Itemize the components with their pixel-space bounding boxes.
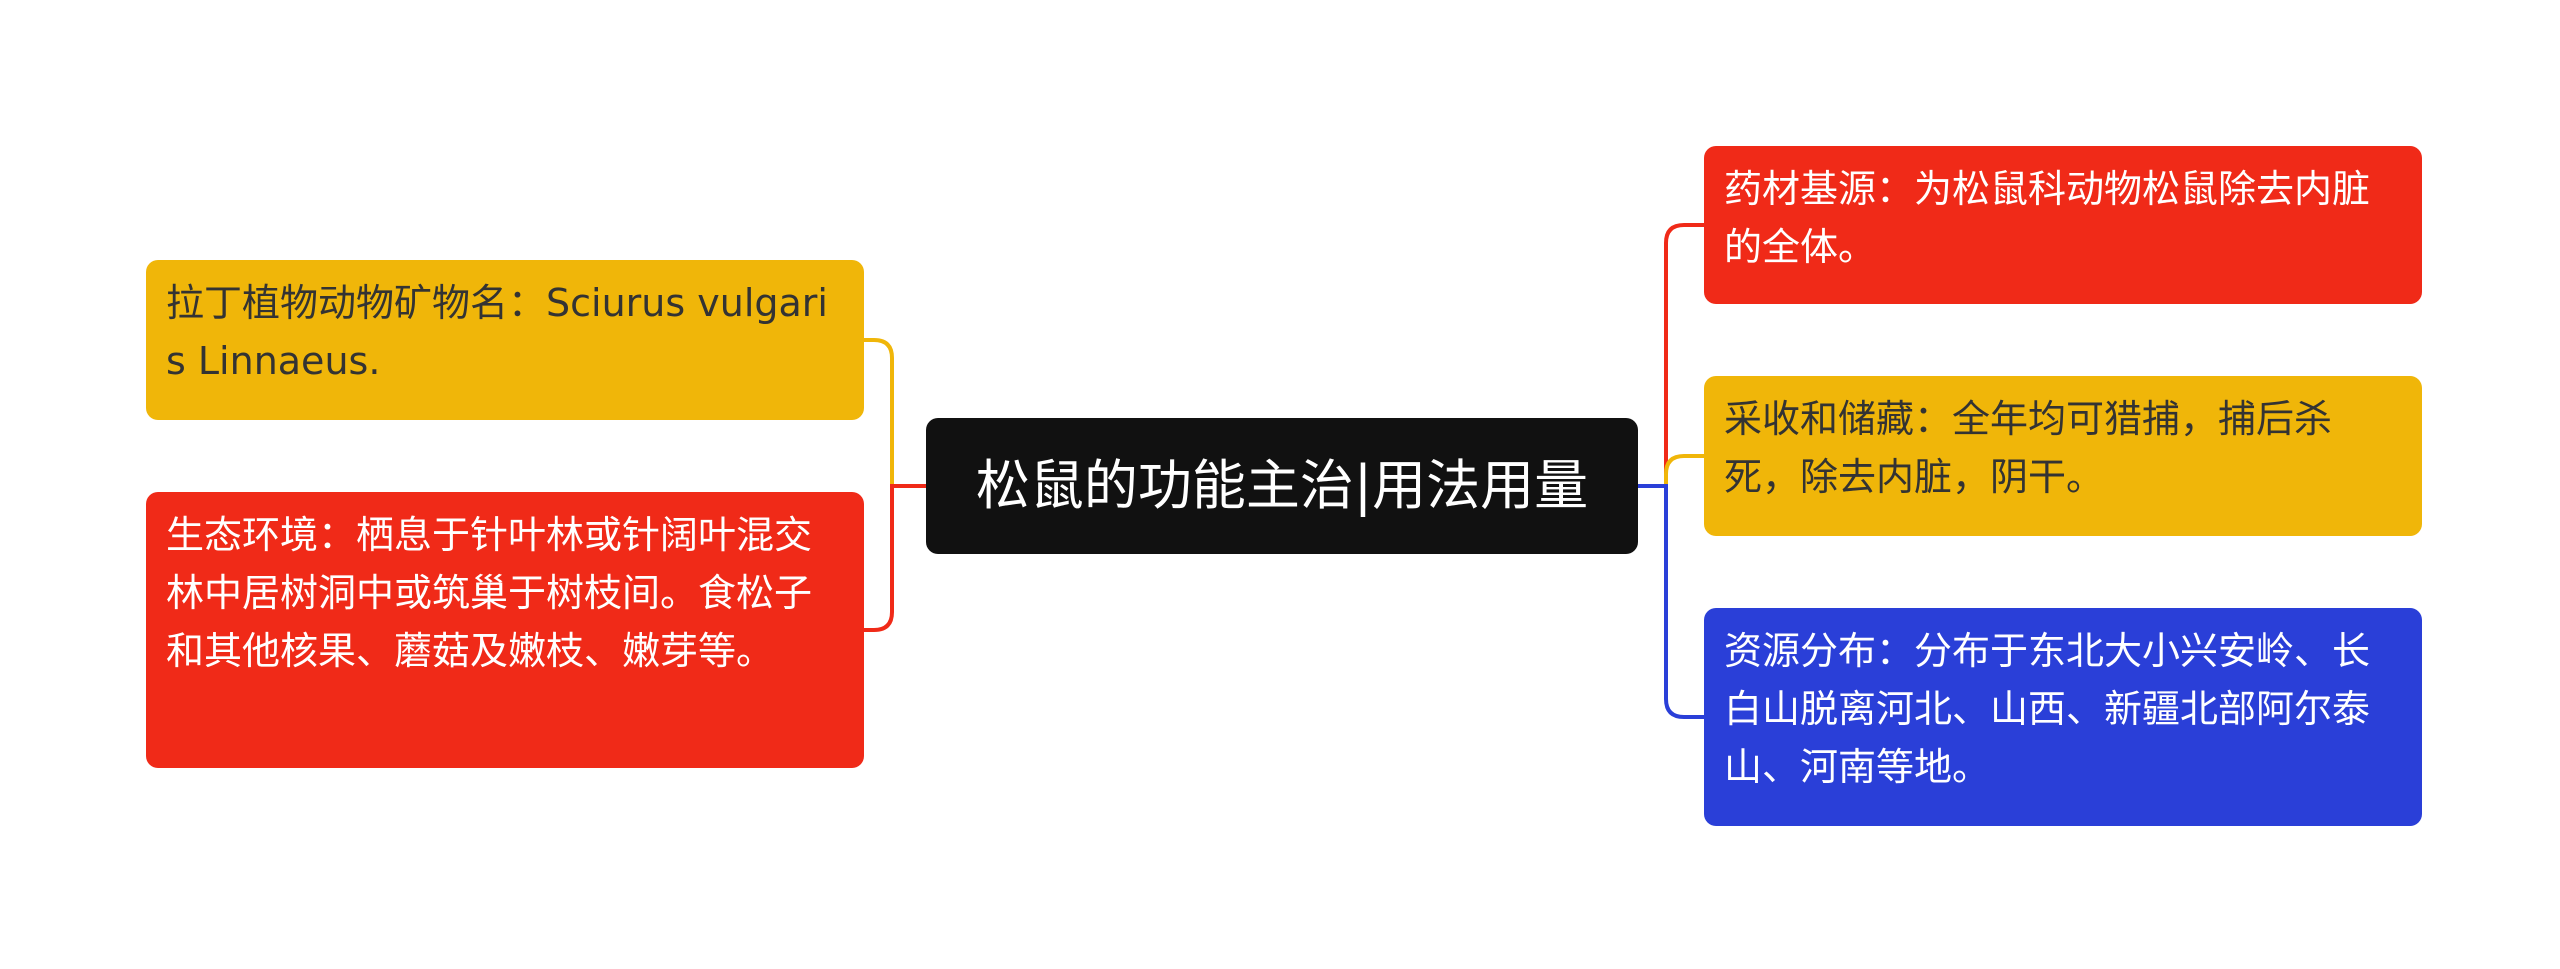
topic-habitat[interactable]: 生态环境：栖息于针叶林或针阔叶混交林中居树洞中或筑巢于树枝间。食松子和其他核果、…	[146, 492, 864, 768]
connector-left-1	[862, 338, 928, 488]
topic-medicinal-source[interactable]: 药材基源：为松鼠科动物松鼠除去内脏的全体。	[1704, 146, 2422, 304]
connector-right-3	[1636, 484, 1706, 719]
connector-right-2	[1636, 454, 1706, 488]
topic-latin-name[interactable]: 拉丁植物动物矿物名：Sciurus vulgaris Linnaeus.	[146, 260, 864, 420]
topic-distribution[interactable]: 资源分布：分布于东北大小兴安岭、长白山脱离河北、山西、新疆北部阿尔泰山、河南等地…	[1704, 608, 2422, 826]
connector-left-2	[862, 484, 928, 632]
central-topic[interactable]: 松鼠的功能主治|用法用量	[926, 418, 1638, 554]
topic-harvest-storage[interactable]: 采收和储藏：全年均可猎捕，捕后杀死，除去内脏，阴干。	[1704, 376, 2422, 536]
connector-right-1	[1636, 223, 1706, 488]
